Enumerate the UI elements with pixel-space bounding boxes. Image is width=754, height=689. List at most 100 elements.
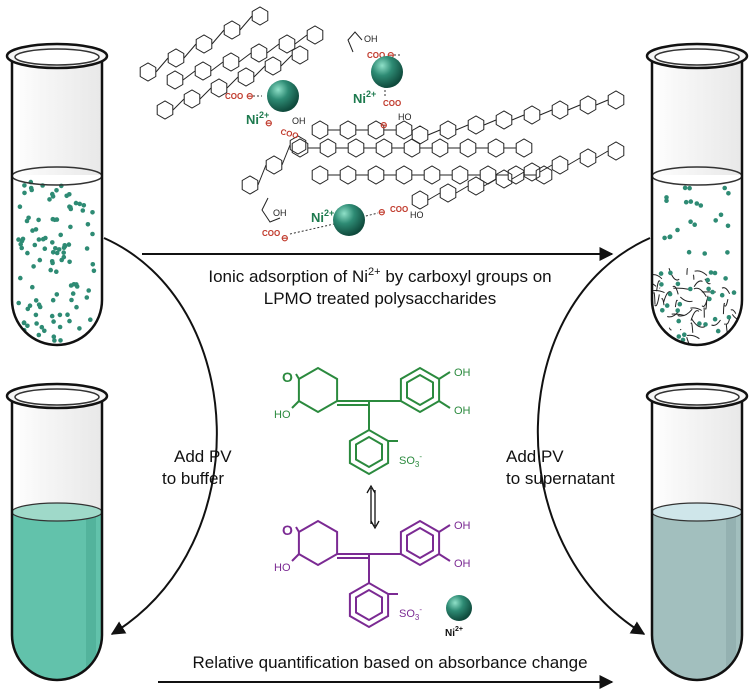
particle-dot <box>698 203 704 208</box>
particle-dot <box>67 318 72 324</box>
bound-particle <box>712 316 718 322</box>
bound-particle <box>703 322 708 327</box>
oh-label-2: OH <box>292 116 306 126</box>
particle-dot <box>90 231 95 237</box>
quinoid-ring <box>297 519 339 567</box>
sugar-ring <box>311 120 329 140</box>
hydroxyl-bond <box>438 400 451 409</box>
particle-dot <box>725 250 730 255</box>
particle-dot <box>56 247 62 252</box>
catechol-ring-inner <box>406 526 434 560</box>
oh-label-3: OH <box>273 208 287 218</box>
bound-particle <box>705 277 710 283</box>
pv-free-o: O <box>282 369 293 385</box>
particle-dot <box>687 185 692 191</box>
hydroxyl-bond <box>291 400 300 409</box>
particle-dot <box>69 297 74 303</box>
pv-free-labels: O HO OH OH SO3- <box>274 367 471 469</box>
glycosidic-bond <box>253 65 266 78</box>
bound-particle <box>708 270 714 275</box>
fiber-strand <box>690 307 702 311</box>
minus-label-5: ⊖ <box>281 233 289 243</box>
sugar-ring <box>251 6 269 26</box>
fiber-strand <box>667 311 679 318</box>
particle-dot <box>70 291 76 296</box>
sugar-ring <box>451 165 469 185</box>
fiber-strand <box>686 268 688 275</box>
particle-dot <box>50 297 56 303</box>
minus-label-3: ⊖ <box>265 118 273 128</box>
glycosidic-bond <box>427 192 441 201</box>
sugar-ring <box>431 138 449 158</box>
sugar-ring <box>319 138 337 158</box>
particle-dot <box>36 332 42 338</box>
sugar-ring <box>166 70 184 90</box>
bound-particle <box>676 334 682 339</box>
sulfonate-ring-inner <box>355 588 383 622</box>
right-arc-label-line1: Add PV <box>506 447 564 466</box>
particle-dot <box>49 259 55 264</box>
particle-dot <box>36 237 42 242</box>
fiber-strand <box>705 300 708 310</box>
particle-dot <box>19 245 25 251</box>
particle-dot <box>22 338 28 343</box>
fiber-strand <box>693 280 703 288</box>
particle-dot <box>50 250 56 255</box>
particle-dot <box>50 191 55 197</box>
particle-dot <box>25 306 31 312</box>
sugar-ring <box>306 25 324 45</box>
particle-dot <box>667 234 673 239</box>
pv-molecule-complex <box>291 519 451 629</box>
particle-dot <box>683 199 689 205</box>
equilibrium-arrows <box>366 484 380 530</box>
sugar-ring <box>507 165 525 185</box>
sugar-ring <box>395 120 413 140</box>
glycosidic-bond <box>511 171 525 180</box>
particle-dot <box>58 232 63 238</box>
hydroxyl-bond <box>438 371 451 380</box>
glycosidic-bond <box>595 150 609 159</box>
left-arc-label-line2: to buffer <box>162 469 224 488</box>
fiber-strand <box>730 309 737 314</box>
ni-label-2: Ni2+ <box>353 89 376 106</box>
particle-dot <box>16 300 22 306</box>
particle-dot <box>61 254 67 260</box>
sugar-ring <box>523 162 541 182</box>
sugar-ring <box>579 148 597 168</box>
particle-dot <box>66 242 72 247</box>
remaining-particles <box>662 185 731 256</box>
bound-particle <box>660 308 665 313</box>
glycosidic-bond <box>567 157 581 166</box>
fiber-strand <box>690 322 694 333</box>
sugar-ring <box>210 78 228 98</box>
sugar-ring <box>222 52 240 72</box>
sugar-ring <box>156 100 174 120</box>
fiber-strand <box>668 327 672 331</box>
sugar-ring <box>367 120 385 140</box>
glycosidic-bond <box>427 129 441 136</box>
particle-dot <box>81 203 87 208</box>
particle-dot <box>682 185 688 191</box>
ni-label-3: Ni2+ <box>311 208 334 225</box>
particle-dot <box>21 320 27 326</box>
particle-dot <box>694 201 700 206</box>
fiber-strand <box>723 323 726 325</box>
bound-particle <box>723 276 728 281</box>
particle-dot <box>54 292 60 297</box>
bound-particle <box>719 292 725 298</box>
particle-dot <box>664 195 669 200</box>
minus-label-4: ⊖ <box>380 120 388 130</box>
particle-dot <box>33 298 39 303</box>
glycosidic-bond <box>539 164 553 173</box>
fiber-strand <box>652 290 665 294</box>
fiber-strand <box>672 285 679 295</box>
fiber-strand <box>692 274 695 280</box>
sugar-ring <box>395 165 413 185</box>
bound-particle <box>715 328 721 334</box>
fiber-strand <box>723 299 729 307</box>
fiber-strand <box>652 281 657 287</box>
sugar-ring <box>439 120 457 140</box>
pv-free-so3: SO3- <box>399 452 422 469</box>
ho-label-2: HO <box>410 210 424 220</box>
